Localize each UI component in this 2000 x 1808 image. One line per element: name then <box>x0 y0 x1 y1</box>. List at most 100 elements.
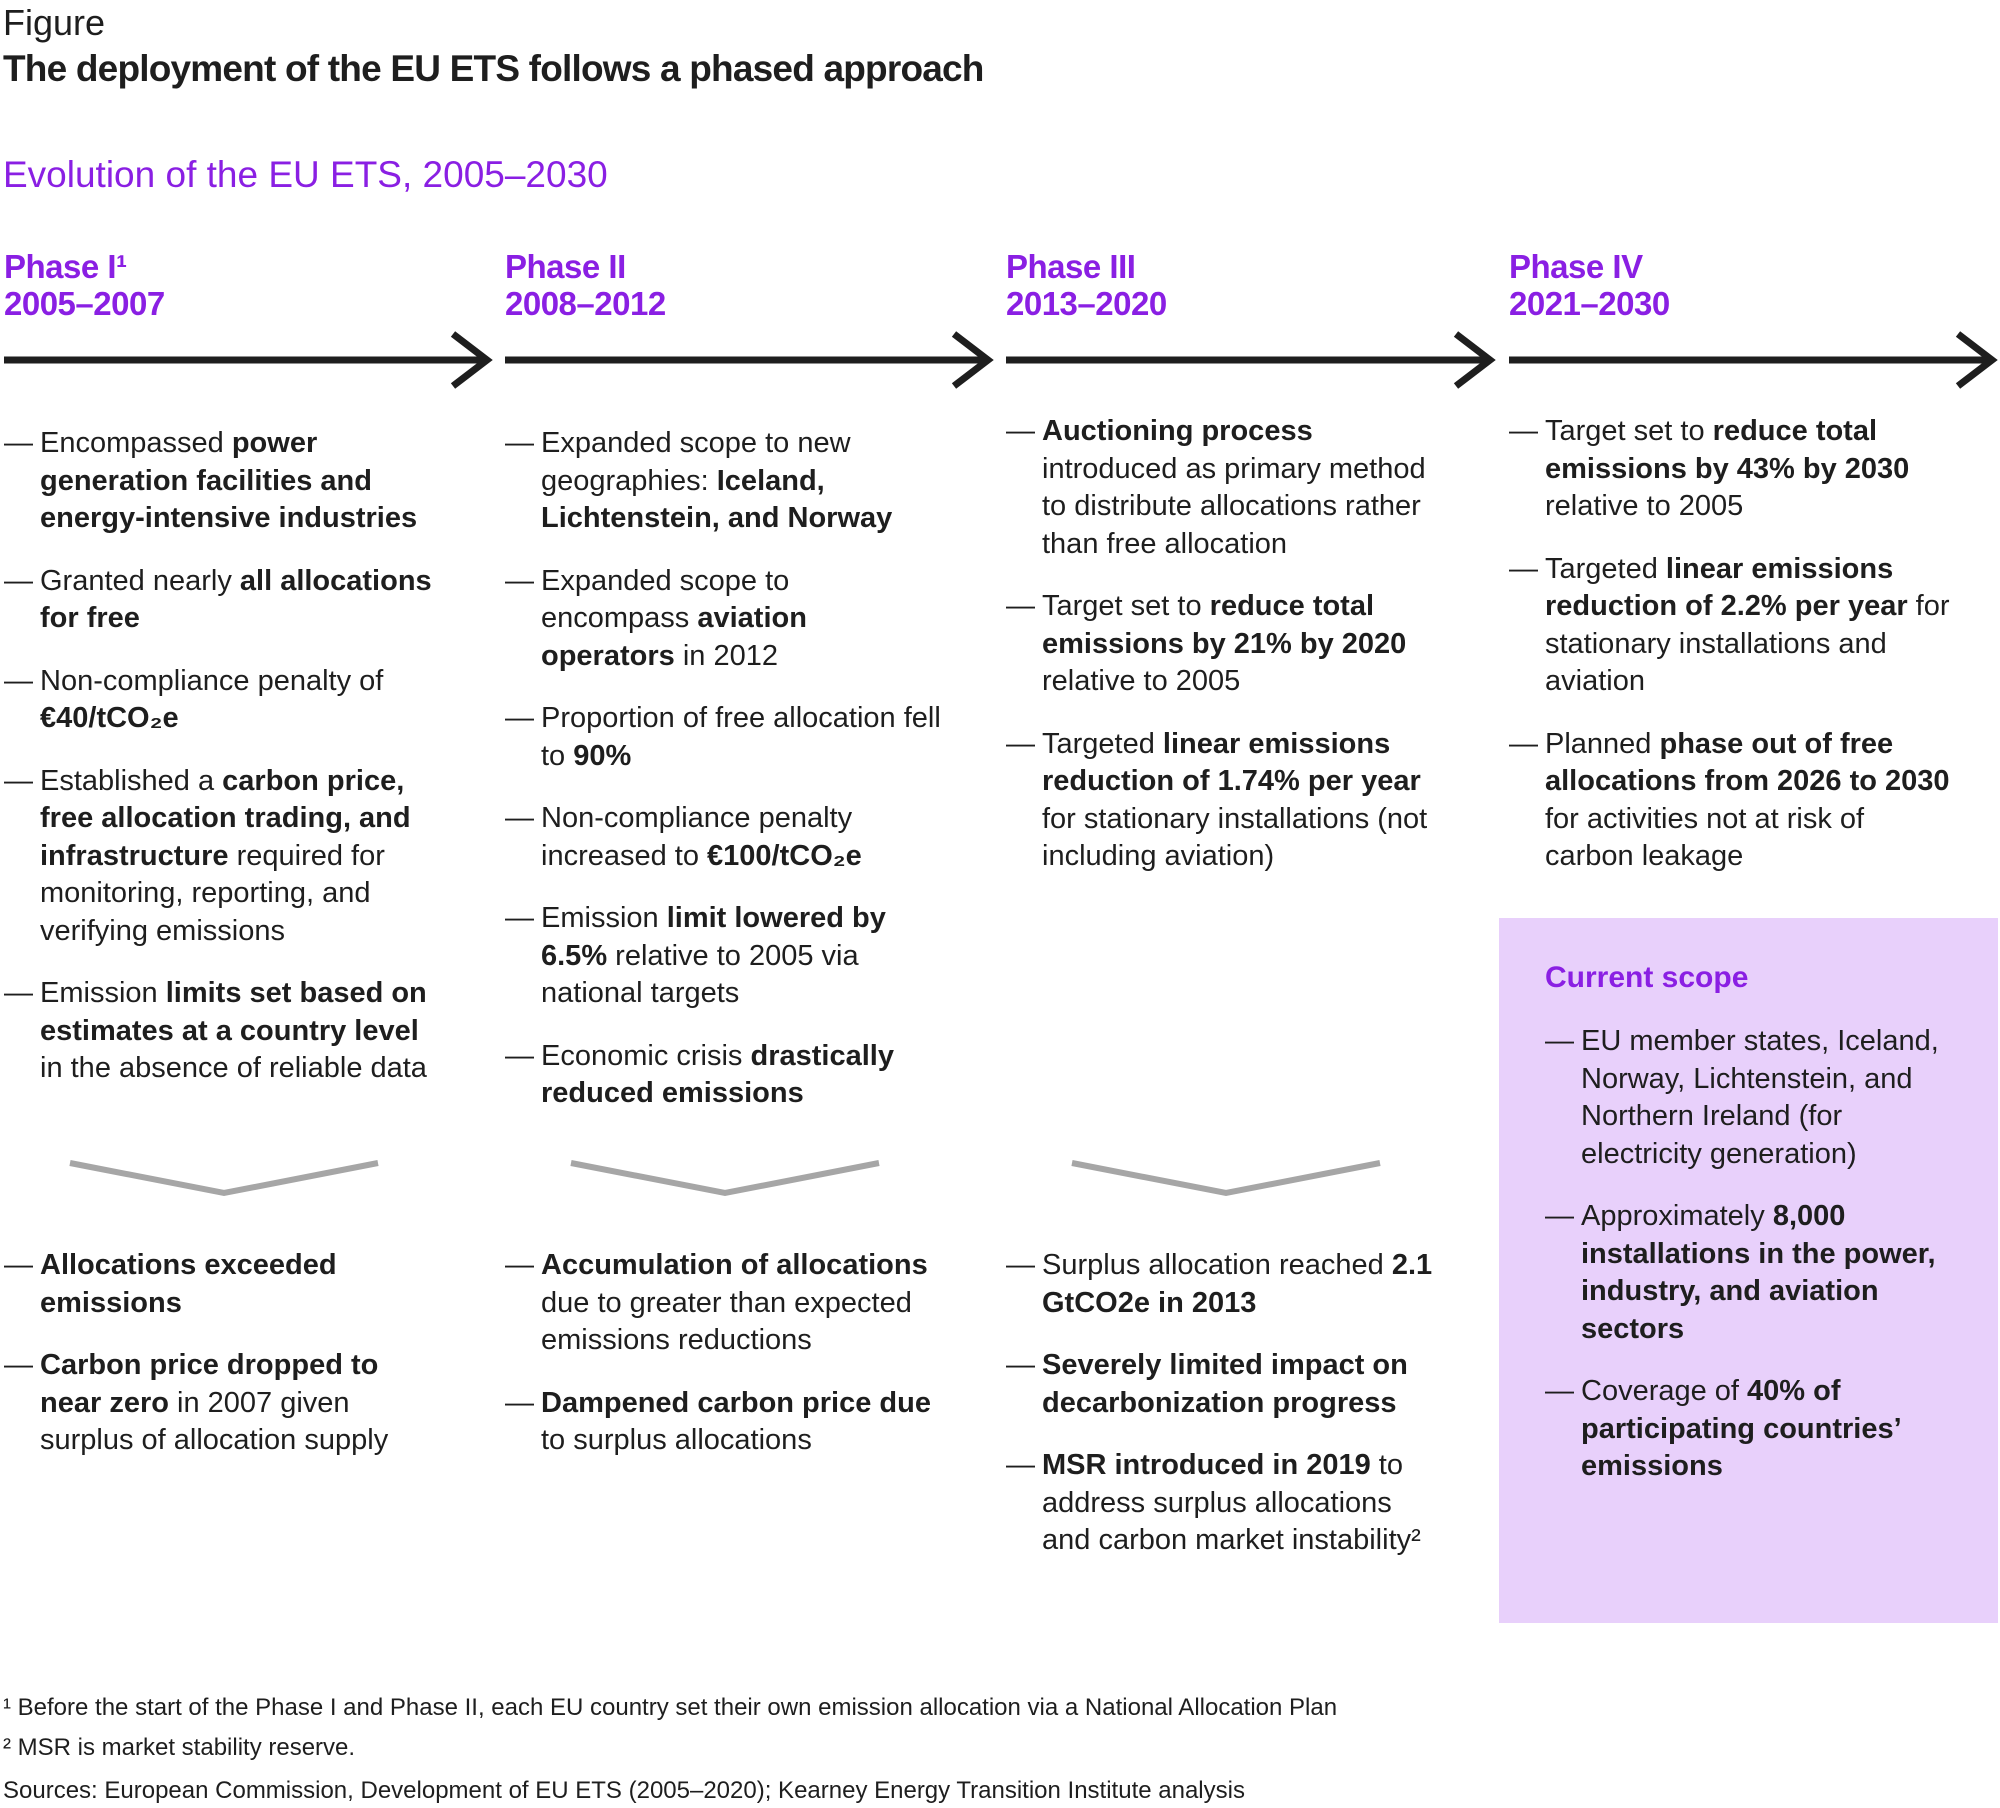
figure-subtitle: Evolution of the EU ETS, 2005–2030 <box>3 154 608 195</box>
phase-name: Phase IV <box>1509 248 1643 285</box>
dash-bullet-icon: — <box>1006 1449 1035 1481</box>
text: Expanded scope to new geographies: <box>541 427 851 497</box>
bold-text: all allocations for free <box>40 564 432 635</box>
outcome-item: —Accumulation of allocations due to grea… <box>505 1247 945 1360</box>
bold-text: Iceland, Lichtenstein, and Norway <box>541 464 893 535</box>
dash-bullet-icon: — <box>1006 727 1035 760</box>
current-scope-box: Current scope —EU member states, Iceland… <box>1499 918 1998 1623</box>
current-scope-title: Current scope <box>1545 961 1749 994</box>
outcome-item: —Allocations exceeded emissions <box>4 1247 444 1322</box>
arrow-head <box>1453 331 1496 389</box>
outcome-item: —Severely limited impact on decarbonizat… <box>1006 1347 1446 1422</box>
dash-bullet-icon: — <box>4 764 33 797</box>
chevron-down-icon <box>1071 1160 1381 1197</box>
bold-text: Carbon price dropped to near zero <box>40 1349 379 1419</box>
dash-bullet-icon: — <box>1545 1200 1574 1232</box>
dash-bullet-icon: — <box>1509 415 1538 447</box>
figure-title: The deployment of the EU ETS follows a p… <box>3 48 984 89</box>
text: Emission <box>40 977 166 1009</box>
text: to address surplus allocations and carbo… <box>1042 1449 1421 1556</box>
dash-bullet-icon: — <box>1006 415 1035 447</box>
feature-item: —Proportion of free allocation fell to 9… <box>505 700 945 775</box>
dash-bullet-icon: — <box>4 1249 33 1281</box>
phase-features: —Encompassed power generation facilities… <box>4 425 444 1113</box>
text: for stationary installations (not includ… <box>1042 802 1428 873</box>
bold-text: Accumulation of allocations <box>541 1249 928 1281</box>
footnote-1: ¹ Before the start of the Phase I and Ph… <box>3 1694 1338 1721</box>
feature-item: —Non-compliance penalty of €40/tCO₂e <box>4 663 444 738</box>
dash-bullet-icon: — <box>505 427 534 459</box>
feature-item: —Non-compliance penalty increased to €10… <box>505 800 945 875</box>
bold-text: €100/tCO₂e <box>707 839 862 872</box>
dash-bullet-icon: — <box>505 1039 534 1072</box>
arrow-head <box>1955 331 1998 389</box>
text: EU member states, Iceland, Norway, Licht… <box>1581 1025 1939 1170</box>
text: Surplus allocation reached <box>1042 1249 1392 1281</box>
dash-bullet-icon: — <box>4 564 33 597</box>
dash-bullet-icon: — <box>1006 590 1035 622</box>
phase-features: —Auctioning process introduced as primar… <box>1006 413 1446 901</box>
arrow-head <box>951 331 994 389</box>
bold-text: Dampened carbon price due <box>541 1386 931 1419</box>
text: in 2007 given surplus of allocation supp… <box>40 1386 389 1457</box>
chevron-down-icon <box>570 1160 880 1197</box>
chevron-down-icon <box>69 1160 379 1197</box>
text: due to greater than expected emissions r… <box>541 1286 912 1357</box>
phase-years: 2005–2007 <box>4 285 165 322</box>
bold-text: MSR introduced in 2019 <box>1042 1449 1371 1481</box>
feature-item: —Emission limit lowered by 6.5% relative… <box>505 900 945 1013</box>
text: Targeted <box>1545 552 1666 585</box>
dash-bullet-icon: — <box>505 1386 534 1419</box>
timeline-arrow-icon <box>505 331 994 389</box>
outcome-item: —Carbon price dropped to near zero in 20… <box>4 1347 444 1460</box>
text: Encompassed <box>40 427 232 459</box>
dash-bullet-icon: — <box>1545 1375 1574 1407</box>
text: to surplus allocations <box>541 1424 812 1456</box>
bold-text: Severely limited impact on decarbonizati… <box>1042 1349 1408 1419</box>
text: Granted nearly <box>40 564 240 597</box>
bold-text: €40/tCO₂e <box>40 702 179 734</box>
timeline-arrow-icon <box>1006 331 1496 389</box>
text: Approximately <box>1581 1200 1773 1232</box>
outcome-item: —Dampened carbon price due to surplus al… <box>505 1385 945 1460</box>
text: Planned <box>1545 727 1660 760</box>
text: Targeted <box>1042 727 1163 760</box>
text: Emission <box>541 902 667 934</box>
phase-name: Phase III <box>1006 248 1136 285</box>
dash-bullet-icon: — <box>4 977 33 1009</box>
bold-text: Auctioning process <box>1042 415 1313 447</box>
bold-text: 90% <box>573 739 632 772</box>
text: Non-compliance penalty of <box>40 664 384 697</box>
dash-bullet-icon: — <box>4 427 33 459</box>
dash-bullet-icon: — <box>505 702 534 734</box>
feature-item: —Emission limits set based on estimates … <box>4 975 444 1088</box>
feature-item: —Planned phase out of free allocations f… <box>1509 726 1959 876</box>
phase-outcomes: —Allocations exceeded emissions—Carbon p… <box>4 1247 444 1485</box>
phase-years: 2013–2020 <box>1006 285 1167 322</box>
text: relative to 2005 <box>1545 490 1744 522</box>
text: Target set to <box>1042 590 1210 622</box>
feature-item: —Target set to reduce total emissions by… <box>1006 588 1446 701</box>
bold-text: linear emissions reduction of 1.74% per … <box>1042 727 1421 798</box>
scope-item: —Approximately 8,000 installations in th… <box>1545 1198 1965 1348</box>
figure-label: Figure <box>3 2 106 43</box>
text: Non-compliance penalty increased to <box>541 802 853 872</box>
feature-item: —Expanded scope to new geographies: Icel… <box>505 425 945 538</box>
text: Coverage of <box>1581 1375 1748 1407</box>
bold-text: 2.1 GtCO2e in 2013 <box>1042 1249 1433 1319</box>
timeline-arrow-icon <box>1509 331 1998 389</box>
dash-bullet-icon: — <box>4 664 33 697</box>
dash-bullet-icon: — <box>1006 1349 1035 1381</box>
bold-text: drastically reduced emissions <box>541 1039 894 1110</box>
bold-text: reduce total emissions by 43% by 2030 <box>1545 415 1910 485</box>
scope-item: —EU member states, Iceland, Norway, Lich… <box>1545 1023 1965 1173</box>
phase-outcomes: — Surplus allocation reached 2.1 GtCO2e i… <box>1006 1247 1446 1585</box>
feature-item: —Targeted linear emissions reduction of … <box>1006 726 1446 876</box>
dash-bullet-icon: — <box>4 1349 33 1381</box>
bold-text: limits set based on estimates at a count… <box>40 977 427 1047</box>
text: for activities not at risk of carbon lea… <box>1545 802 1865 873</box>
dash-bullet-icon: — <box>1509 727 1538 760</box>
dash-bullet-icon: — <box>1509 552 1538 585</box>
